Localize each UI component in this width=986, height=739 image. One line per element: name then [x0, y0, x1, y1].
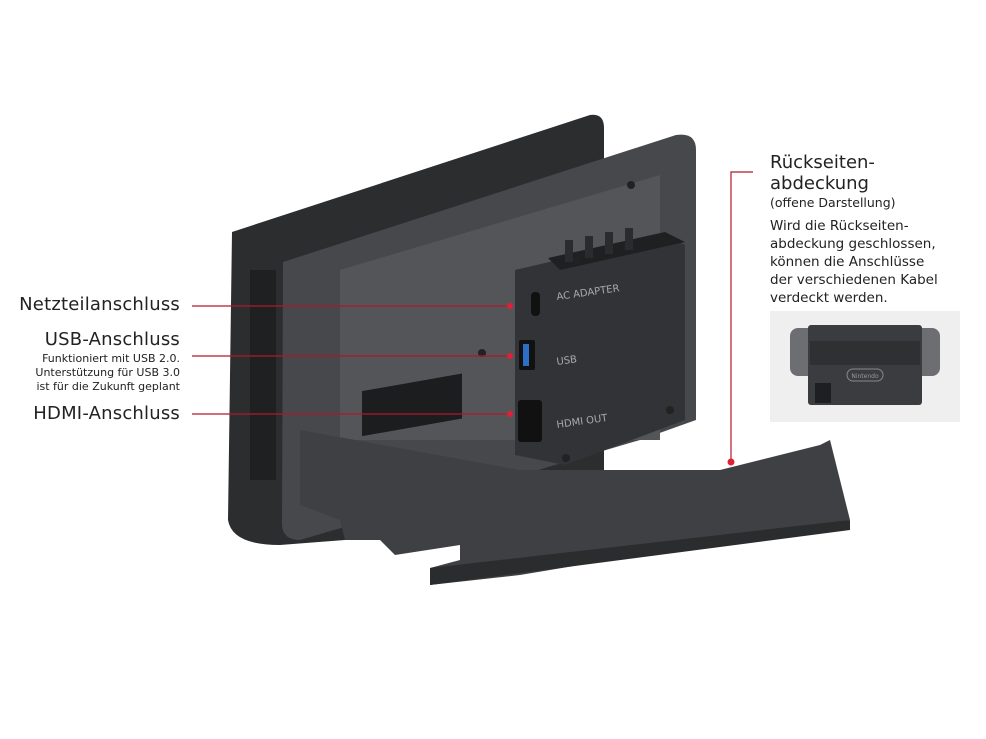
nintendo-logo: Nintendo — [851, 373, 879, 380]
usb-note: Funktioniert mit USB 2.0. Unterstützung … — [35, 352, 180, 394]
usb-marking: USB — [556, 354, 578, 368]
usb-port-label: USB-Anschluss — [44, 329, 180, 350]
cover-description: Wird die Rückseiten- abdeckung geschloss… — [770, 217, 970, 307]
dock-opening — [362, 373, 462, 437]
usb-note-line: Funktioniert mit USB 2.0. — [42, 352, 180, 365]
cover-callout: Rückseiten- abdeckung (offene Darstellun… — [770, 152, 970, 307]
dock-side-slot — [250, 270, 276, 480]
vent-grille — [565, 228, 633, 262]
closed-cover-thumbnail: Nintendo — [770, 311, 960, 422]
description-line: können die Anschlüsse — [770, 254, 925, 270]
cover-title-line: Rückseiten- — [770, 152, 875, 173]
usb-note-line: ist für die Zukunft geplant — [36, 380, 180, 393]
power-port-label: Netzteilanschluss — [19, 294, 180, 315]
description-line: der verschiedenen Kabel — [770, 272, 938, 288]
hdmi-port — [518, 400, 542, 442]
callout-lines — [192, 171, 753, 462]
cover-title-line: abdeckung — [770, 173, 869, 194]
port-box — [515, 235, 685, 465]
usb-note-line: Unterstützung für USB 3.0 — [35, 366, 180, 379]
hdmi-port-label: HDMI-Anschluss — [33, 403, 180, 424]
back-cover-plate — [300, 430, 850, 585]
description-line: verdeckt werden. — [770, 290, 888, 306]
ac-adapter-port — [531, 292, 540, 316]
cover-subtitle: (offene Darstellung) — [770, 195, 896, 210]
description-line: Wird die Rückseiten- — [770, 218, 909, 234]
description-line: abdeckung geschlossen, — [770, 236, 936, 252]
